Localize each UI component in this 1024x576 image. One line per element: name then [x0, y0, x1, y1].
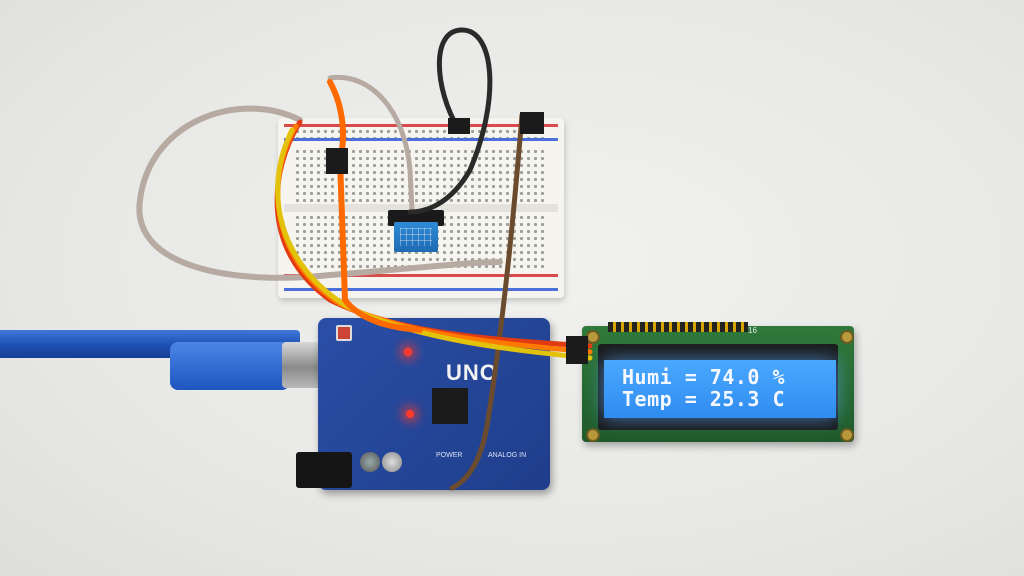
wire-gray-top	[327, 74, 415, 213]
capacitor	[382, 452, 402, 472]
mount-hole	[840, 428, 854, 442]
usb-plug	[170, 342, 290, 390]
board-label: UNO	[446, 360, 498, 385]
sensor-grille	[400, 228, 432, 246]
mount-hole	[586, 428, 600, 442]
wire-yellow	[275, 127, 593, 361]
status-led	[406, 410, 414, 418]
breadboard-rail-red	[284, 124, 558, 127]
wire-black	[407, 27, 493, 215]
breadboard-rail-blue	[284, 138, 558, 141]
wire-gray	[136, 105, 503, 281]
lcd-pin-label: 16	[748, 326, 757, 335]
lcd-line-temperature: Temp = 25.3 C	[622, 387, 786, 411]
wire-brown	[449, 112, 525, 491]
capacitor	[360, 452, 380, 472]
wire-orange	[275, 123, 593, 355]
dht11-sensor-icon	[394, 222, 438, 252]
breadboard-rail-red-bottom	[284, 274, 558, 277]
jumper-header	[448, 118, 470, 134]
lcd-line-humidity: Humi = 74.0 %	[622, 365, 786, 389]
analog-header-label: ANALOG IN	[488, 452, 527, 459]
microcontroller-chip	[432, 388, 468, 424]
jumper-header	[520, 112, 544, 134]
mount-hole	[840, 330, 854, 344]
wire-red	[274, 119, 593, 349]
jumper-header	[326, 148, 348, 174]
lcd-pin-header	[608, 322, 748, 332]
wire-orange-top	[327, 79, 423, 333]
reset-button	[336, 325, 352, 341]
dc-power-jack	[296, 452, 352, 488]
power-led	[404, 348, 412, 356]
jumper-header	[566, 336, 588, 364]
breadboard-holes-top	[294, 128, 548, 138]
breadboard-trench	[284, 204, 558, 212]
power-header-label: POWER	[436, 452, 463, 459]
lcd-screen: Humi = 74.0 % Temp = 25.3 C	[604, 360, 836, 418]
breadboard-rail-blue-bottom	[284, 288, 558, 291]
